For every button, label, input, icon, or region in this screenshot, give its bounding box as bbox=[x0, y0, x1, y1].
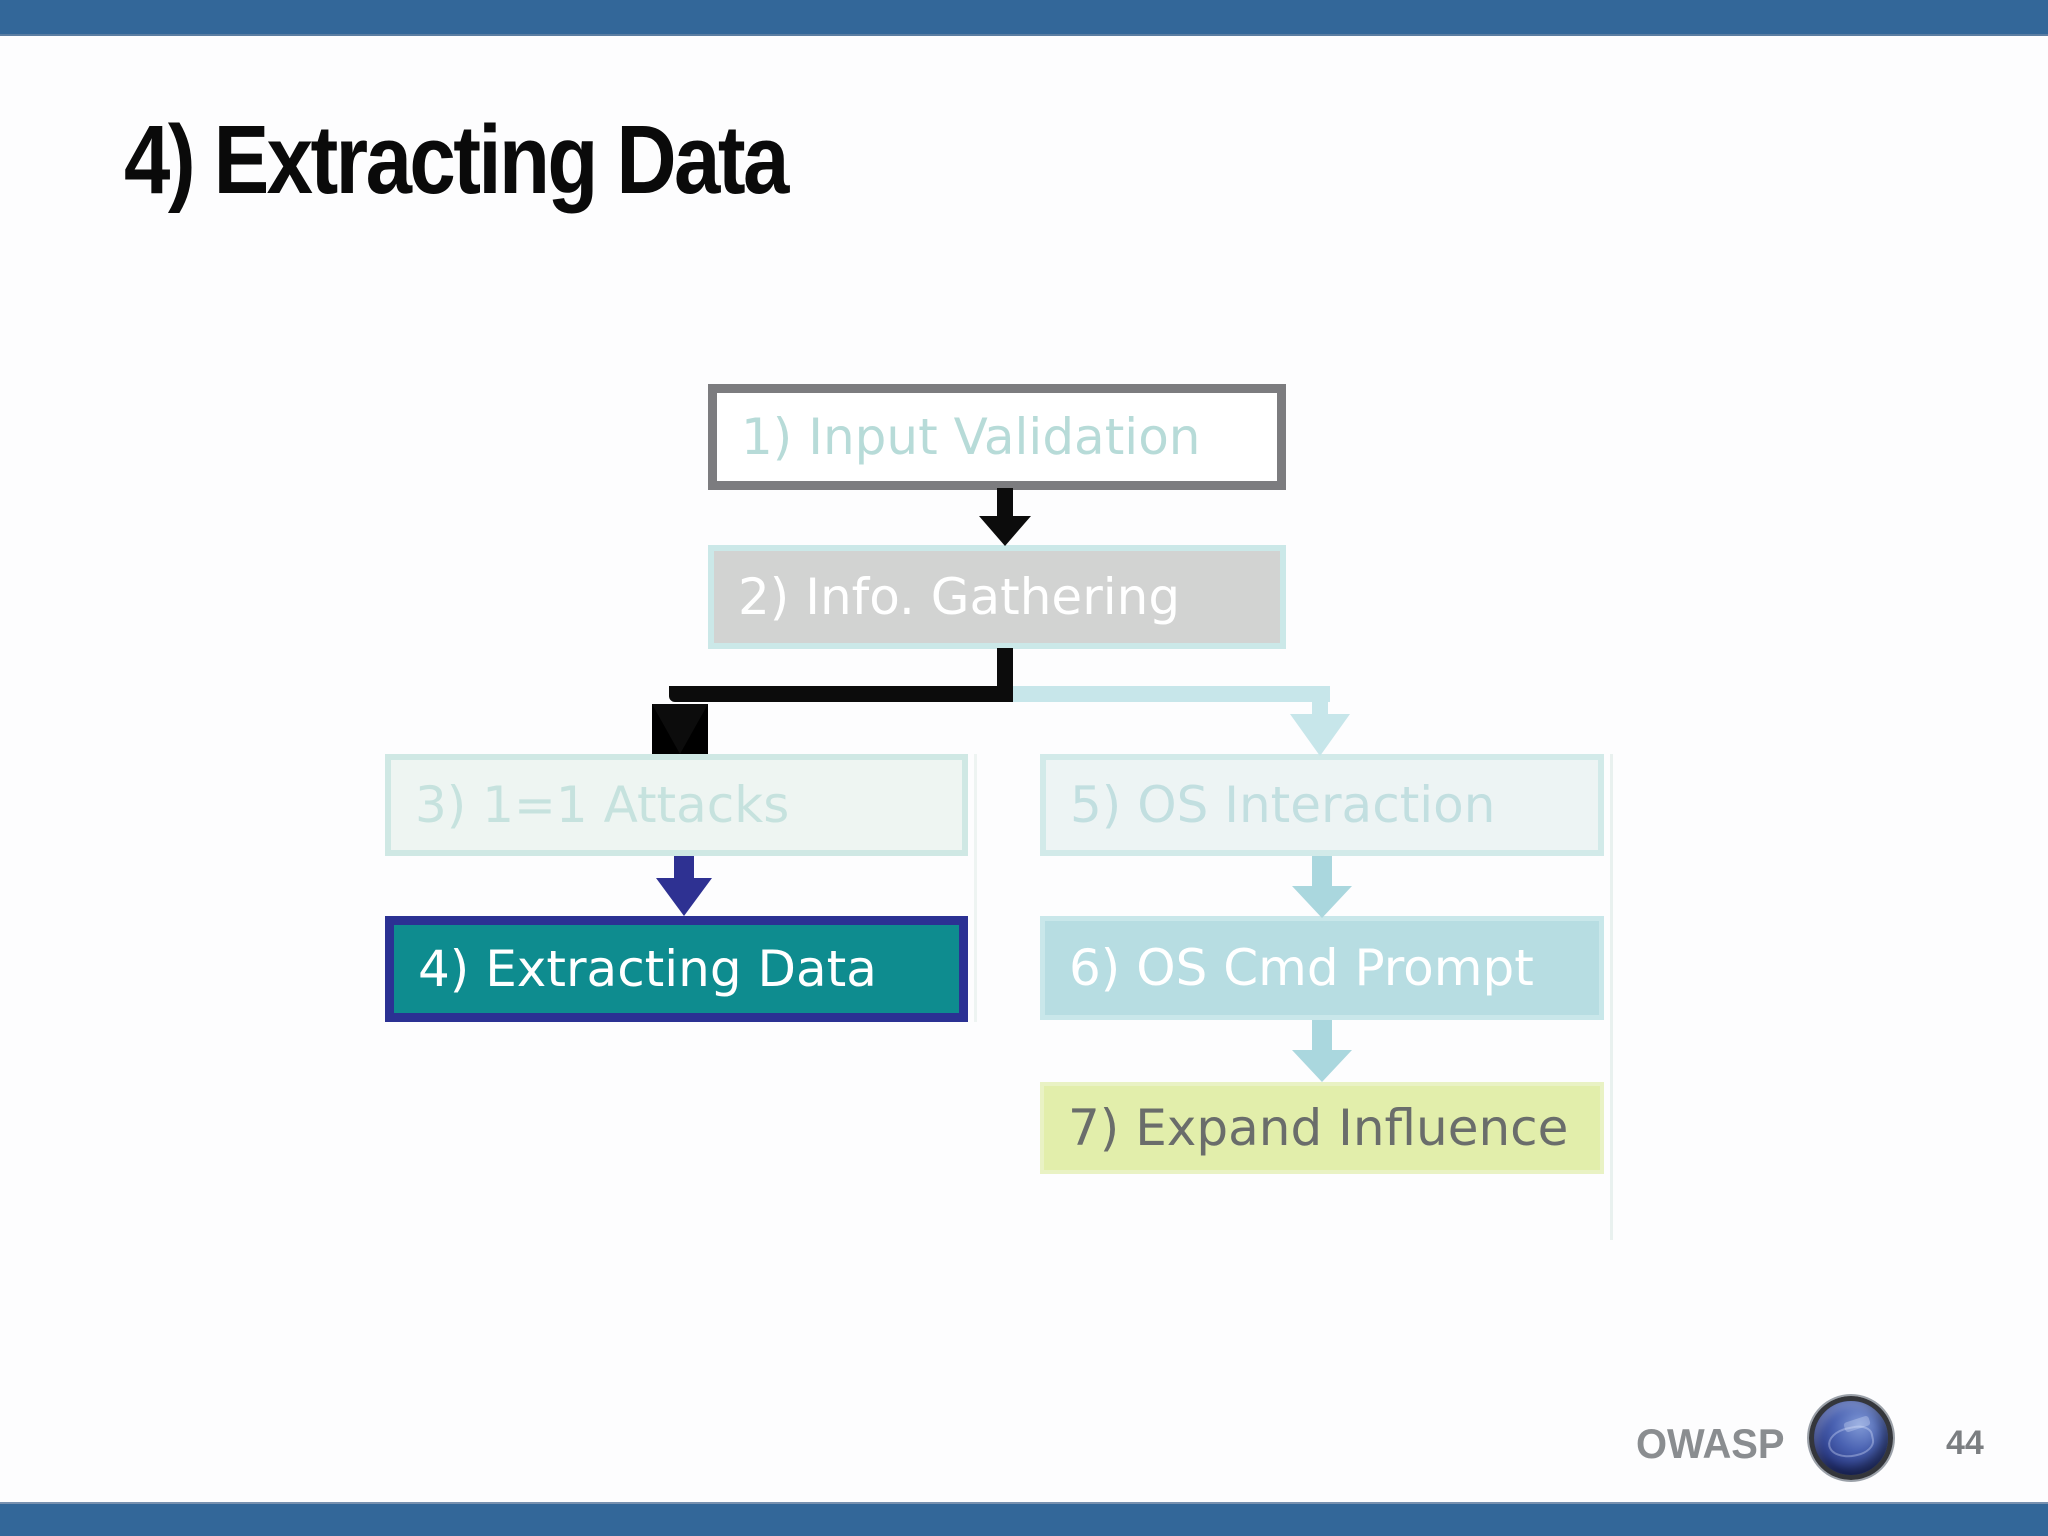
arrow-down-icon bbox=[656, 878, 712, 916]
page-title: 4) Extracting Data bbox=[124, 105, 789, 214]
arrow-cmd-prompt-to-expand-influence bbox=[1312, 1020, 1332, 1050]
arrow-down-icon bbox=[1290, 714, 1350, 756]
node-label: 1) Input Validation bbox=[741, 408, 1201, 466]
left-column-guide-line bbox=[974, 754, 977, 1022]
right-column-guide-line bbox=[1610, 754, 1613, 1240]
node-input-validation: 1) Input Validation bbox=[708, 384, 1286, 490]
arrow-os-interaction-to-cmd-prompt bbox=[1312, 856, 1332, 886]
node-label: 5) OS Interaction bbox=[1070, 776, 1496, 834]
node-os-interaction: 5) OS Interaction bbox=[1040, 754, 1604, 856]
elbow-info-gathering-to-os-horizontal bbox=[1013, 686, 1330, 702]
node-expand-influence: 7) Expand Influence bbox=[1040, 1082, 1604, 1174]
node-os-cmd-prompt: 6) OS Cmd Prompt bbox=[1040, 916, 1604, 1020]
owasp-brand-text: OWASP bbox=[1636, 1420, 1785, 1467]
arrow-down-icon bbox=[1292, 1050, 1352, 1082]
globe-icon bbox=[1809, 1396, 1893, 1480]
node-info-gathering: 2) Info. Gathering bbox=[708, 545, 1286, 649]
arrow-attacks-to-extracting-data bbox=[674, 856, 694, 880]
node-label: 7) Expand Influence bbox=[1068, 1099, 1569, 1157]
node-label: 2) Info. Gathering bbox=[738, 568, 1181, 626]
arrow-input-validation-to-info-gathering bbox=[997, 488, 1013, 516]
elbow-info-gathering-to-attacks-horizontal bbox=[669, 686, 1013, 702]
bottom-accent-bar bbox=[0, 1502, 2048, 1536]
arrow-down-icon bbox=[1292, 886, 1352, 918]
node-label: 4) Extracting Data bbox=[418, 940, 877, 998]
top-accent-bar bbox=[0, 0, 2048, 36]
node-label: 3) 1=1 Attacks bbox=[415, 776, 790, 834]
elbow-info-gathering-to-os-vertical bbox=[1312, 686, 1328, 716]
arrow-down-icon bbox=[979, 516, 1031, 546]
node-extracting-data-active: 4) Extracting Data bbox=[385, 916, 968, 1022]
node-one-equals-one-attacks: 3) 1=1 Attacks bbox=[385, 754, 968, 856]
node-label: 6) OS Cmd Prompt bbox=[1069, 939, 1534, 997]
arrow-down-icon bbox=[652, 704, 708, 754]
page-number: 44 bbox=[1946, 1424, 1984, 1462]
